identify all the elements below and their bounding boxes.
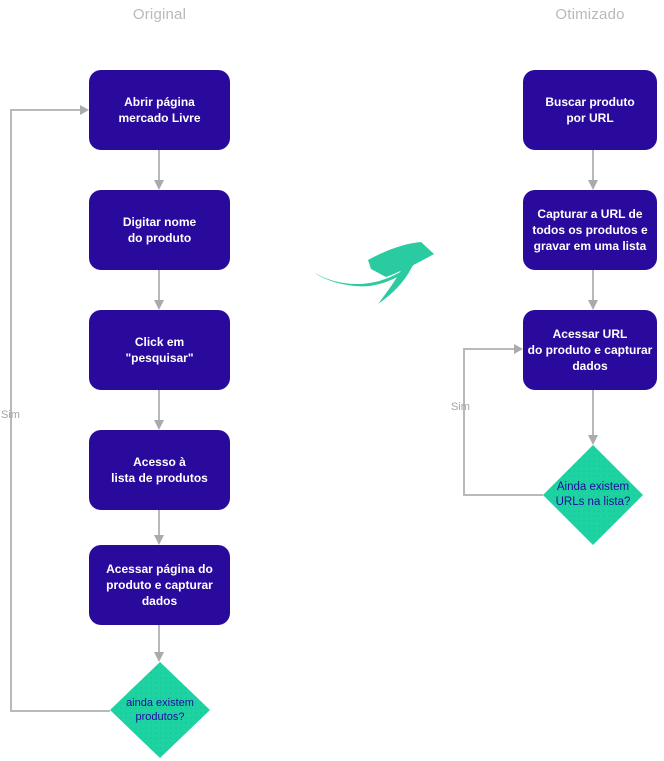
arrowhead-down-icon <box>154 652 164 662</box>
connector-line <box>592 270 594 300</box>
process-node-capture-urls: Capturar a URL de todos os produtos e gr… <box>523 190 657 270</box>
decision-node-more-products <box>110 662 210 758</box>
connector-line <box>158 150 160 180</box>
left-flow-title: Original <box>132 6 187 23</box>
process-node-access-product: Acessar página do produto e capturar dad… <box>89 545 230 625</box>
arrowhead-right-icon <box>514 344 523 354</box>
loop-line <box>463 494 543 496</box>
arrowhead-down-icon <box>154 420 164 430</box>
process-node-search-by-url: Buscar produto por URL <box>523 70 657 150</box>
optimization-arrow-icon <box>315 242 434 304</box>
connector-line <box>158 510 160 535</box>
arrowhead-down-icon <box>588 180 598 190</box>
connector-line <box>592 390 594 435</box>
decision-node-more-urls <box>543 445 643 545</box>
loop-line <box>10 710 110 712</box>
loop-label-sim-left: Sim <box>1 409 20 421</box>
loop-line <box>10 110 12 711</box>
loop-line <box>10 109 80 111</box>
connector-line <box>158 270 160 300</box>
connector-line <box>158 390 160 420</box>
arrowhead-down-icon <box>154 535 164 545</box>
process-node-access-url: Acessar URL do produto e capturar dados <box>523 310 657 390</box>
connector-line <box>592 150 594 180</box>
process-node-access-list: Acesso à lista de produtos <box>89 430 230 510</box>
loop-line <box>463 349 465 496</box>
process-node-open-page: Abrir página mercado Livre <box>89 70 230 150</box>
process-node-type-name: Digitar nome do produto <box>89 190 230 270</box>
arrowhead-down-icon <box>588 300 598 310</box>
arrowhead-right-icon <box>80 105 89 115</box>
arrowhead-down-icon <box>588 435 598 445</box>
arrowhead-down-icon <box>154 180 164 190</box>
loop-label-sim-right: Sim <box>451 401 470 413</box>
loop-line <box>463 348 514 350</box>
arrowhead-down-icon <box>154 300 164 310</box>
right-flow-title: Otimizado <box>555 6 625 23</box>
connector-line <box>158 625 160 652</box>
process-node-click-search: Click em "pesquisar" <box>89 310 230 390</box>
